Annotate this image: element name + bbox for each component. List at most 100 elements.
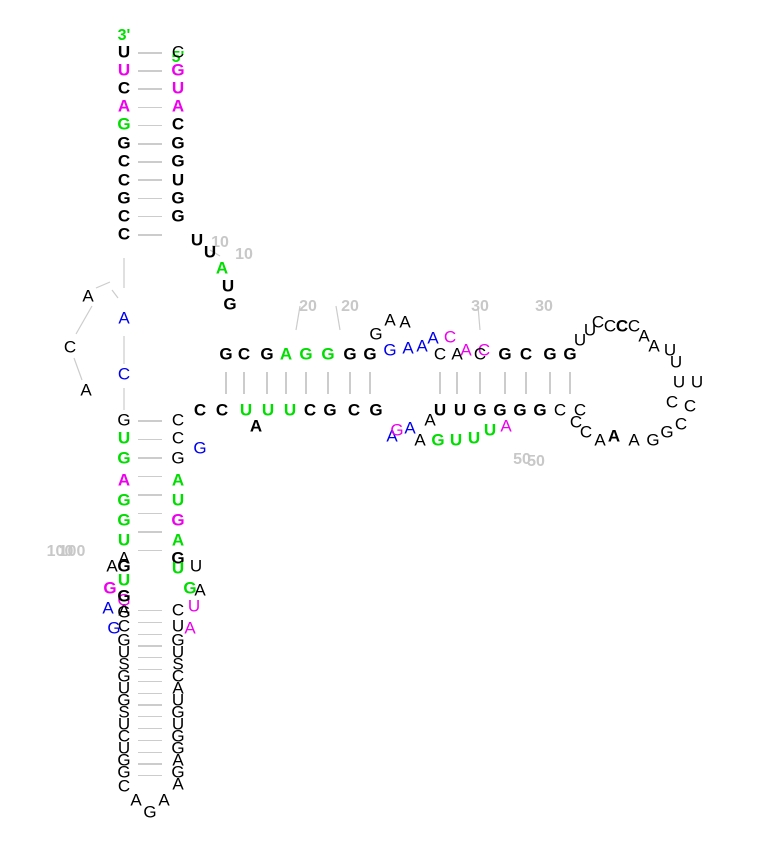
nucleotide: G: [117, 188, 131, 208]
nucleotide: A: [638, 326, 650, 346]
nucleotide: G: [171, 206, 185, 226]
nucleotide: A: [460, 340, 472, 360]
nucleotide: G: [171, 548, 185, 568]
nucleotide: G: [117, 690, 131, 710]
nucleotide: G: [563, 344, 577, 364]
nucleotide: C: [603, 316, 617, 336]
base-pair-line: [138, 88, 162, 90]
nucleotide: C: [117, 170, 131, 190]
nucleotide: C: [477, 340, 491, 360]
nucleotide: U: [117, 714, 131, 734]
nucleotide: A: [607, 426, 621, 446]
base-pair-line: [138, 716, 162, 718]
base-pair-line: [225, 372, 227, 394]
nucleotide: U: [583, 320, 597, 340]
nucleotide: C: [303, 400, 317, 420]
nucleotide: C: [683, 396, 697, 416]
nucleotide: C: [171, 428, 185, 448]
base-pair-line: [138, 621, 162, 623]
base-pair-line: [305, 372, 307, 394]
nucleotide: C: [171, 114, 185, 134]
nucleotide: A: [404, 418, 416, 438]
nucleotide: A: [172, 774, 184, 794]
nucleotide: C: [117, 78, 131, 98]
nucleotide: U: [171, 616, 185, 636]
nucleotide: U: [117, 678, 131, 698]
nucleotide: G: [117, 602, 131, 622]
base-pair-line: [138, 704, 162, 706]
nucleotide: G: [171, 510, 185, 530]
nucleotide: G: [646, 430, 660, 450]
nucleotide: G: [543, 344, 557, 364]
nucleotide: C: [171, 600, 185, 620]
nucleotide: G: [103, 578, 117, 598]
base-pair-line: [285, 372, 287, 394]
nucleotide: C: [573, 400, 587, 420]
nucleotide: G: [107, 618, 121, 638]
nucleotide: G: [183, 578, 197, 598]
connector-line: [209, 249, 221, 257]
position-number-label: 50: [527, 453, 545, 470]
nucleotide: A: [414, 430, 426, 450]
nucleotide: U: [467, 428, 481, 448]
nucleotide: C: [665, 392, 679, 412]
nucleotide: A: [82, 286, 94, 306]
nucleotide: U: [483, 420, 497, 440]
nucleotide: G: [171, 630, 185, 650]
base-pair-line: [138, 645, 162, 647]
nucleotide: A: [384, 310, 396, 330]
nucleotide: U: [261, 400, 275, 420]
nucleotide: G: [171, 133, 185, 153]
nucleotide: C: [579, 422, 593, 442]
nucleotide: C: [674, 414, 688, 434]
base-pair-line: [138, 775, 162, 777]
base-pair-line: [138, 494, 162, 496]
nucleotide: C: [237, 344, 251, 364]
nucleotide: G: [117, 448, 131, 468]
nucleotide: A: [451, 344, 463, 364]
base-pair-line: [138, 70, 162, 72]
nucleotide: G: [117, 590, 131, 610]
nucleotide: A: [215, 258, 229, 278]
connector-line: [75, 305, 93, 335]
nucleotide: G: [321, 344, 335, 364]
five-prime-end-label: 5': [171, 49, 185, 66]
nucleotide: C: [117, 364, 131, 384]
nucleotide: G: [369, 400, 383, 420]
nucleotide: A: [427, 328, 439, 348]
nucleotide: U: [187, 596, 201, 616]
nucleotide: A: [172, 678, 184, 698]
nucleotide: G: [223, 294, 237, 314]
nucleotide: U: [117, 60, 131, 80]
nucleotide: G: [117, 510, 131, 530]
nucleotide: G: [117, 586, 131, 606]
nucleotide: G: [171, 762, 185, 782]
nucleotide: A: [402, 338, 414, 358]
nucleotide: A: [386, 426, 398, 446]
nucleotide: G: [117, 133, 131, 153]
nucleotide: G: [171, 738, 185, 758]
nucleotide: G: [390, 420, 404, 440]
nucleotide: U: [433, 400, 447, 420]
nucleotide: C: [473, 344, 487, 364]
nucleotide: A: [106, 556, 118, 576]
base-pair-line: [525, 372, 527, 394]
connector-line: [73, 357, 83, 381]
nucleotide: C: [117, 776, 131, 796]
nucleotide: G: [493, 400, 507, 420]
nucleotide: C: [63, 337, 77, 357]
nucleotide: U: [117, 570, 131, 590]
base-pair-line: [138, 197, 162, 200]
nucleotide: G: [299, 344, 313, 364]
nucleotide: G: [117, 630, 131, 650]
base-pair-line: [138, 680, 162, 682]
nucleotide: U: [117, 642, 131, 662]
base-pair-line: [138, 669, 162, 671]
nucleotide: G: [117, 114, 131, 134]
nucleotide: G: [513, 400, 527, 420]
position-number-label: 50: [513, 451, 531, 468]
base-pair-line: [138, 763, 162, 765]
base-pair-line: [138, 633, 162, 635]
base-pair-line: [138, 475, 162, 477]
base-pair-line: [138, 124, 162, 127]
